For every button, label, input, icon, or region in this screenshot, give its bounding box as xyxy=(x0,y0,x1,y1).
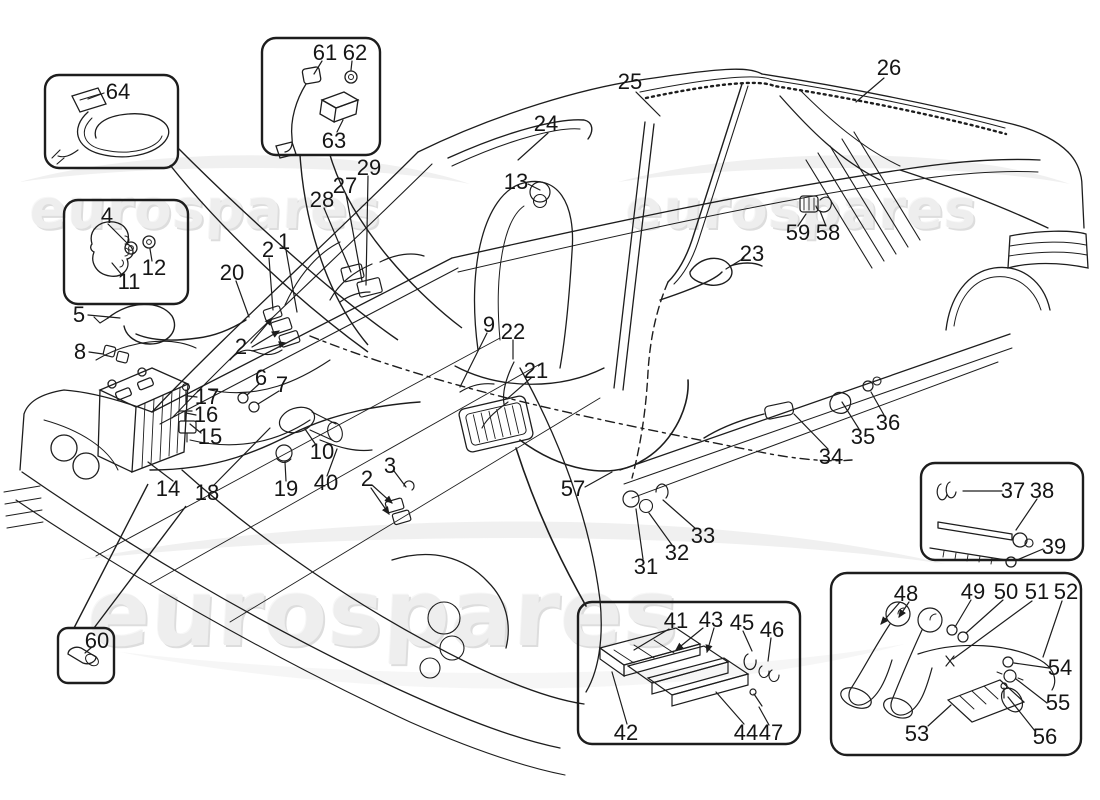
callout-24: 24 xyxy=(533,111,559,136)
callout-61: 61 xyxy=(312,40,338,65)
callout-25: 25 xyxy=(617,69,643,94)
callout-35: 35 xyxy=(850,424,876,449)
callout-51: 51 xyxy=(1024,579,1050,604)
callout-14: 14 xyxy=(155,476,181,501)
callout-54: 54 xyxy=(1047,655,1073,680)
wiring-harness-lines xyxy=(93,83,882,607)
callout-56: 56 xyxy=(1032,724,1058,749)
callout-4: 4 xyxy=(100,203,114,228)
callout-5: 5 xyxy=(72,302,86,327)
callout-34: 34 xyxy=(818,444,844,469)
inset-boxes xyxy=(43,36,1085,757)
callout-36: 36 xyxy=(875,410,901,435)
inset-box-parts xyxy=(51,66,1056,723)
watermark-swooshes xyxy=(20,155,1070,689)
callout-52: 52 xyxy=(1053,579,1079,604)
callout-32: 32 xyxy=(664,540,690,565)
callout-39: 39 xyxy=(1041,534,1067,559)
callout-10: 10 xyxy=(309,439,335,464)
inset-leader-curves xyxy=(73,147,463,629)
callout-63: 63 xyxy=(321,128,347,153)
callout-46: 46 xyxy=(759,617,785,642)
callout-leader-lines xyxy=(84,60,1063,732)
callout-42: 42 xyxy=(613,720,639,745)
callout-64: 64 xyxy=(105,79,131,104)
callout-9: 9 xyxy=(482,312,496,337)
callout-1: 1 xyxy=(277,229,291,254)
callout-48: 48 xyxy=(893,581,919,606)
callout-47: 47 xyxy=(758,720,784,745)
callout-33: 33 xyxy=(690,523,716,548)
callout-17: 17 xyxy=(194,384,220,409)
callout-53: 53 xyxy=(904,721,930,746)
callout-6: 6 xyxy=(254,365,268,390)
callout-28: 28 xyxy=(309,187,335,212)
callout-16: 16 xyxy=(193,402,219,427)
callout-21: 21 xyxy=(523,358,549,383)
callout-49: 49 xyxy=(960,579,986,604)
callout-55: 55 xyxy=(1045,690,1071,715)
callout-19: 19 xyxy=(273,476,299,501)
callout-40: 40 xyxy=(313,470,339,495)
callout-23: 23 xyxy=(739,241,765,266)
callout-15: 15 xyxy=(197,424,223,449)
callout-2: 2 xyxy=(234,334,248,359)
callout-11: 11 xyxy=(117,269,141,294)
callout-18: 18 xyxy=(194,480,220,505)
callout-12: 12 xyxy=(141,255,167,280)
callout-45: 45 xyxy=(729,610,755,635)
callout-3: 3 xyxy=(383,453,397,478)
callout-50: 50 xyxy=(993,579,1019,604)
callout-43: 43 xyxy=(698,607,724,632)
callout-41: 41 xyxy=(663,608,689,633)
callout-44: 44 xyxy=(733,720,759,745)
car-body-outline xyxy=(3,68,1089,776)
callout-2: 2 xyxy=(360,466,374,491)
callout-20: 20 xyxy=(219,260,245,285)
callout-2: 2 xyxy=(261,237,275,262)
callout-59: 59 xyxy=(785,220,811,245)
callout-27: 27 xyxy=(332,173,358,198)
callout-57: 57 xyxy=(560,476,586,501)
callout-58: 58 xyxy=(815,220,841,245)
callout-22: 22 xyxy=(500,319,526,344)
callout-31: 31 xyxy=(633,554,659,579)
callout-38: 38 xyxy=(1029,478,1055,503)
callout-37: 37 xyxy=(1000,478,1026,503)
callout-60: 60 xyxy=(84,628,110,653)
callout-13: 13 xyxy=(503,169,529,194)
callout-8: 8 xyxy=(73,339,87,364)
callout-7: 7 xyxy=(275,372,289,397)
callout-29: 29 xyxy=(356,155,382,180)
callout-26: 26 xyxy=(876,55,902,80)
callout-62: 62 xyxy=(342,40,368,65)
